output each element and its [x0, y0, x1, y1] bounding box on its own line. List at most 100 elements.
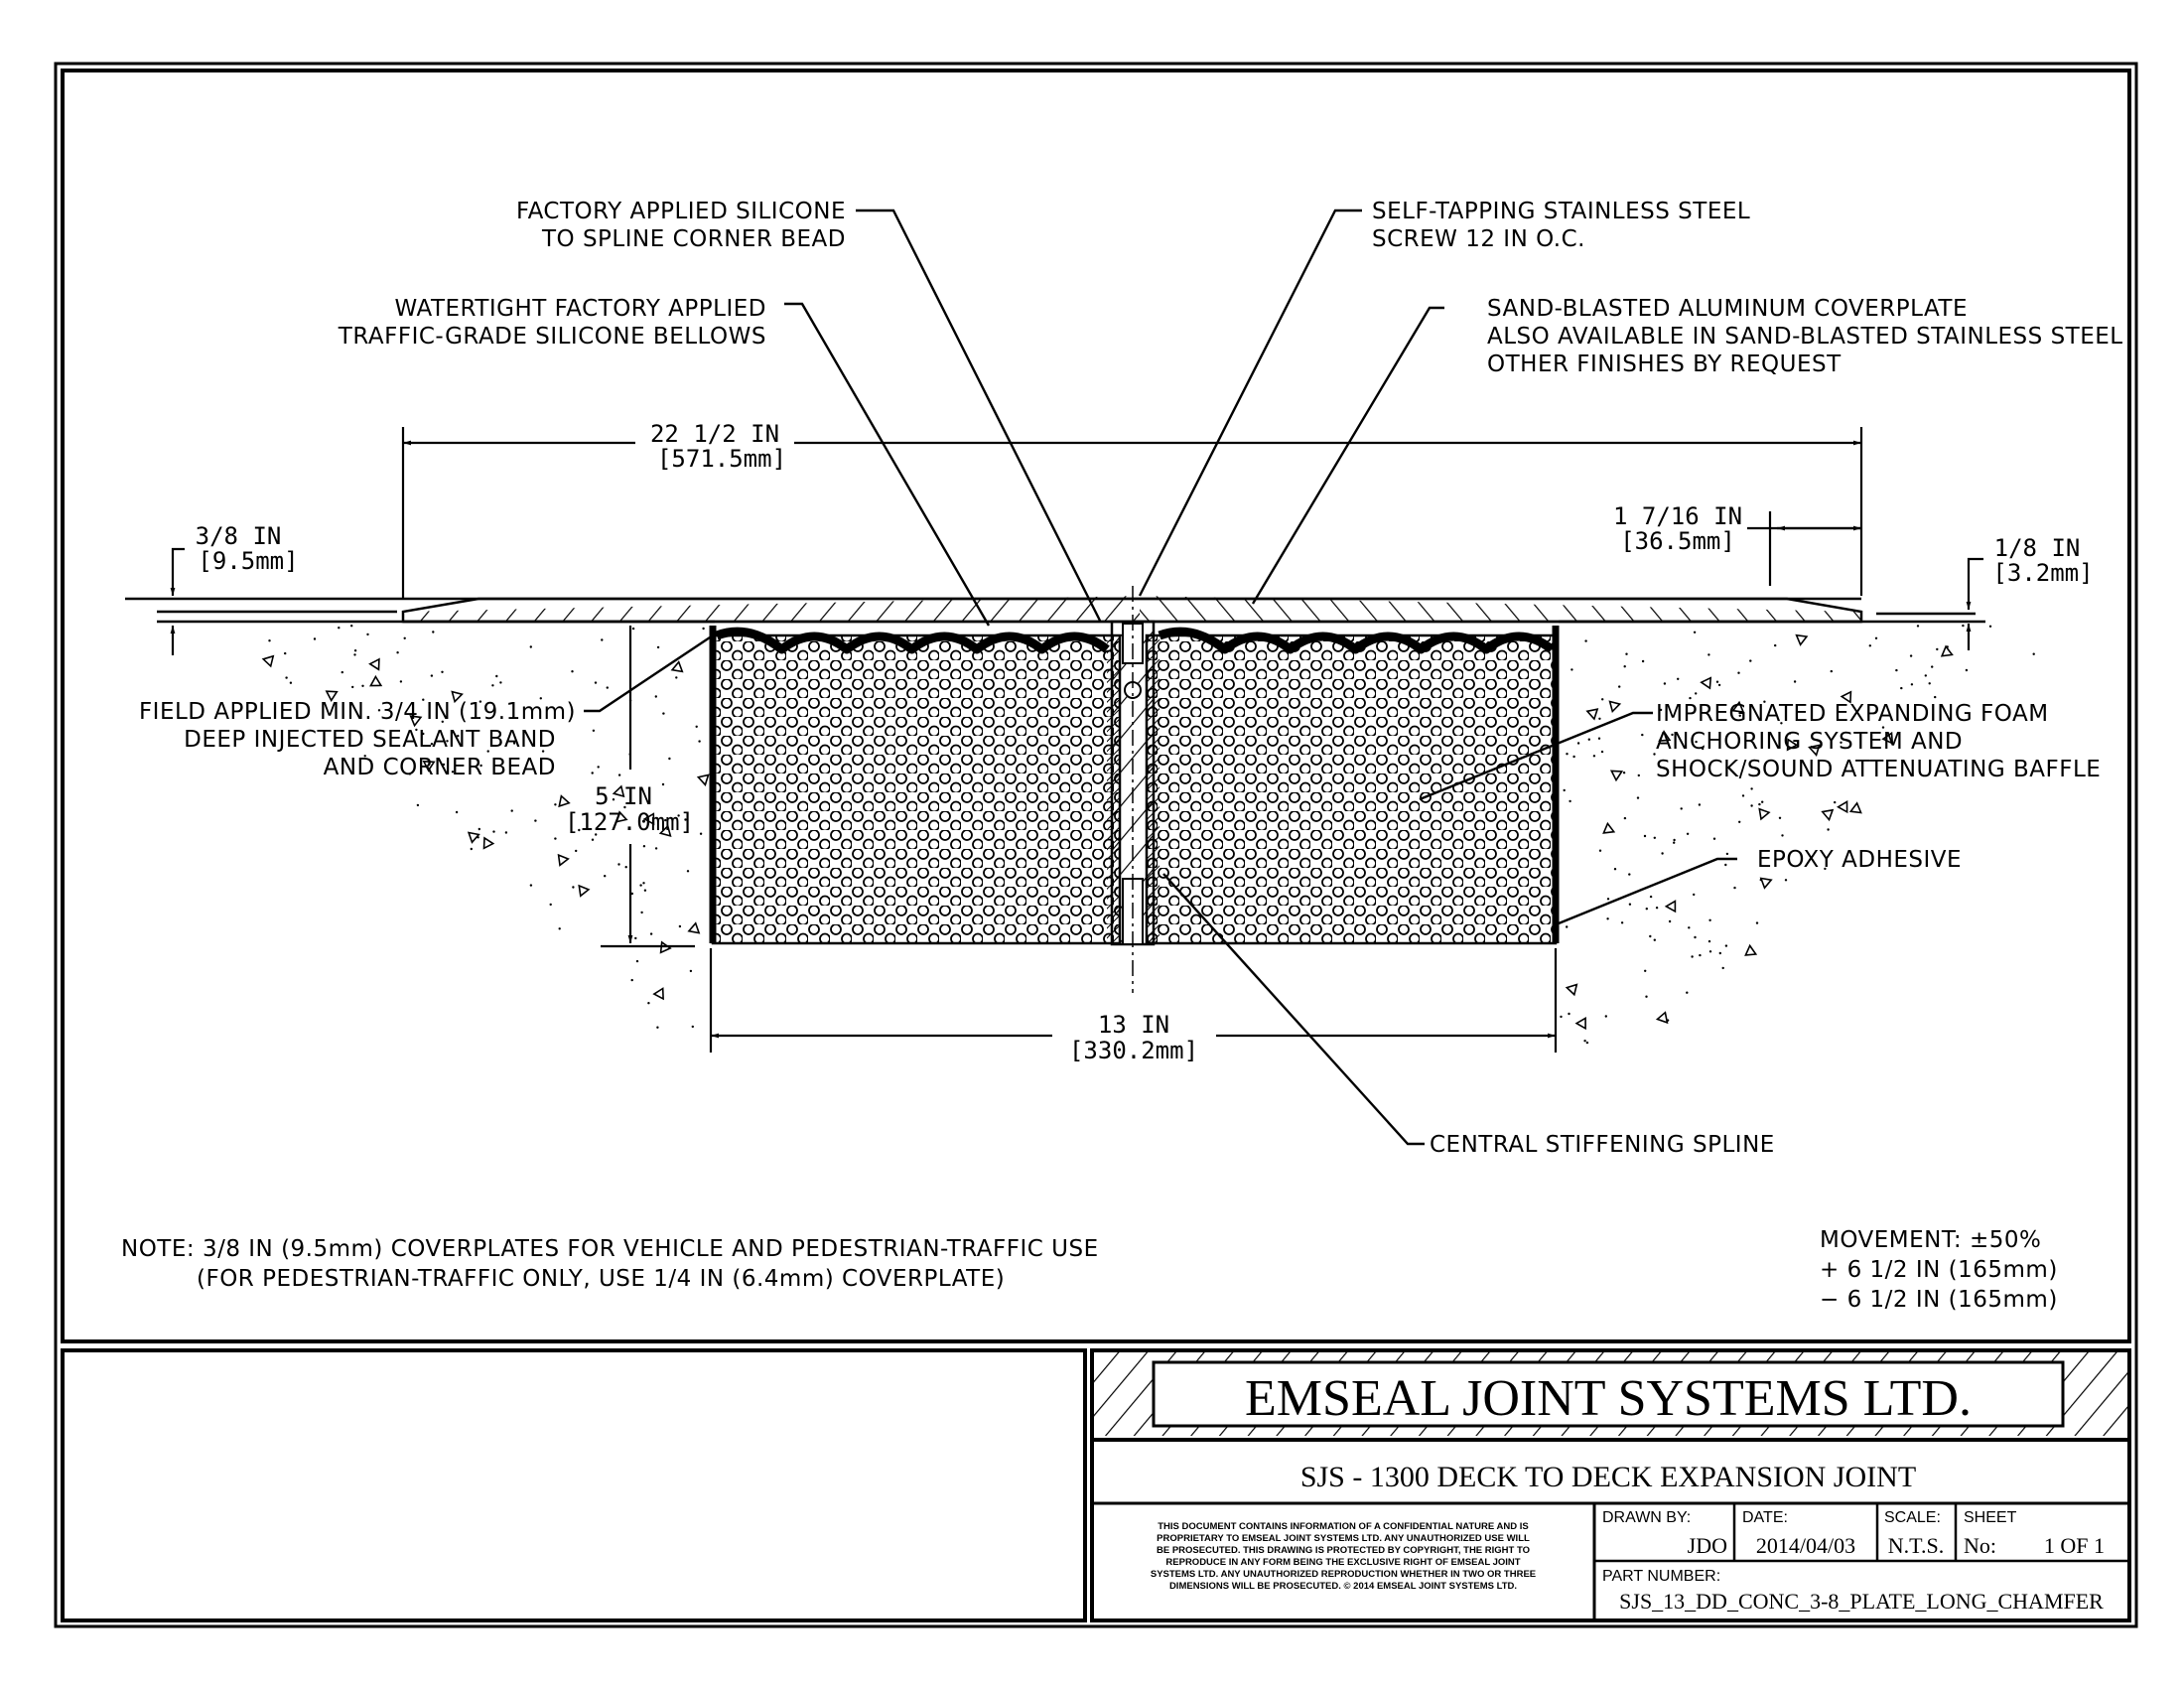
- speckle-mark: [635, 959, 639, 963]
- speckle-mark: [1717, 683, 1721, 687]
- speckle-mark: [422, 732, 425, 736]
- speckle-mark: [591, 772, 594, 774]
- dimension-text: [571.5mm]: [657, 445, 786, 473]
- speckle-mark: [1840, 741, 1843, 744]
- speckle-mark: [1881, 726, 1885, 729]
- speckle-mark: [1620, 921, 1624, 924]
- callout-screw: SELF-TAPPING STAINLESS STEEL SCREW 12 IN…: [1372, 199, 1750, 252]
- speckle-mark: [499, 681, 502, 684]
- sheet-field: SHEET No: 1 OF 1: [1964, 1509, 2105, 1558]
- speckle-mark: [640, 911, 643, 914]
- aggregate-mark: [1881, 731, 1894, 746]
- callout-text: SELF-TAPPING STAINLESS STEEL: [1372, 199, 1750, 224]
- aggregate-mark: [482, 836, 495, 850]
- speckle-mark: [1653, 938, 1657, 941]
- speckle-mark: [572, 886, 575, 889]
- dim-joint-width: 13 IN [330.2mm]: [1069, 1011, 1198, 1064]
- speckle-mark: [554, 837, 557, 840]
- aggregate-mark: [467, 831, 480, 844]
- speckle-mark: [341, 670, 343, 674]
- speckle-mark: [631, 627, 635, 631]
- company-banner: EMSEAL JOINT SYSTEMS LTD.: [1092, 1352, 2129, 1442]
- speckle-mark: [486, 750, 489, 753]
- callout-text: SCREW 12 IN O.C.: [1372, 226, 1585, 252]
- speckle-mark: [649, 932, 653, 935]
- aggregate-mark: [1655, 1011, 1669, 1025]
- callout-sealant: FIELD APPLIED MIN. 3/4 IN (19.1mm) DEEP …: [139, 699, 576, 780]
- speckle-mark: [477, 836, 479, 839]
- callout-bellows: WATERTIGHT FACTORY APPLIED TRAFFIC-GRADE…: [338, 296, 766, 350]
- field-label: SCALE:: [1884, 1509, 1941, 1526]
- aggregate-mark: [670, 660, 684, 673]
- aggregate-mark: [558, 794, 571, 808]
- drawing-title: SJS - 1300 DECK TO DECK EXPANSION JOINT: [1300, 1461, 1916, 1493]
- speckle-mark: [1613, 868, 1617, 871]
- disclaimer-line: THIS DOCUMENT CONTAINS INFORMATION OF A …: [1158, 1521, 1528, 1532]
- aggregate-mark: [1700, 676, 1712, 690]
- callout-text: ANCHORING SYSTEM AND: [1656, 729, 1963, 755]
- speckle-mark: [1694, 935, 1697, 939]
- speckle-mark: [656, 1026, 659, 1029]
- speckle-mark: [1778, 816, 1782, 819]
- speckle-mark: [541, 750, 545, 753]
- speckle-mark: [678, 924, 682, 928]
- aggregate-mark: [1608, 700, 1622, 714]
- date-value: 2014/04/03: [1756, 1533, 1855, 1558]
- aggregate-mark: [261, 654, 275, 668]
- speckle-mark: [1733, 886, 1736, 890]
- dimension-text: [9.5mm]: [198, 547, 298, 575]
- speckle-mark: [1663, 682, 1667, 685]
- dim-chamfer-length: 1 7/16 IN [36.5mm]: [1613, 502, 1742, 555]
- speckle-mark: [1916, 625, 1920, 628]
- speckle-mark: [1693, 893, 1696, 897]
- speckle-mark: [1737, 671, 1740, 674]
- speckle-mark: [1895, 668, 1898, 672]
- speckle-mark: [594, 681, 598, 684]
- note-line: NOTE: 3/8 IN (9.5mm) COVERPLATES FOR VEH…: [121, 1236, 1099, 1262]
- silicone-bellows: [715, 627, 1555, 654]
- drawing-title-box: SJS - 1300 DECK TO DECK EXPANSION JOINT: [1092, 1461, 2129, 1505]
- note-line: (FOR PEDESTRIAN-TRAFFIC ONLY, USE 1/4 IN…: [197, 1266, 1005, 1292]
- dimension-text: [127.0mm]: [565, 808, 694, 836]
- aggregate-mark: [1585, 708, 1599, 721]
- dimension-text: 1 7/16 IN: [1613, 502, 1742, 530]
- speckle-mark: [662, 712, 665, 715]
- speckle-mark: [623, 805, 626, 809]
- movement-line: MOVEMENT: ±50%: [1820, 1227, 2041, 1253]
- speckle-mark: [1910, 683, 1914, 686]
- info-grid: [1594, 1503, 2129, 1563]
- aggregate-mark: [642, 812, 655, 826]
- speckle-mark: [1691, 955, 1694, 958]
- speckle-mark: [1738, 714, 1741, 717]
- speckle-mark: [1576, 742, 1580, 745]
- callout-text: DEEP INJECTED SEALANT BAND: [184, 727, 556, 753]
- speckle-mark: [1637, 774, 1641, 777]
- speckle-mark: [529, 884, 533, 887]
- speckle-mark: [377, 709, 381, 712]
- speckle-mark: [1755, 921, 1759, 924]
- speckle-mark: [617, 774, 621, 776]
- speckle-mark: [422, 698, 425, 701]
- disclaimer-line: DIMENSIONS WILL BE PROSECUTED. © 2014 EM…: [1169, 1581, 1517, 1592]
- speckle-mark: [1628, 873, 1631, 876]
- speckle-mark: [1628, 903, 1632, 906]
- speckle-mark: [539, 697, 542, 700]
- speckle-mark: [1834, 800, 1837, 804]
- callout-text: FIELD APPLIED MIN. 3/4 IN (19.1mm): [139, 699, 576, 725]
- speckle-mark: [479, 764, 482, 768]
- speckle-mark: [642, 882, 645, 885]
- bellows-scallop: [715, 627, 1110, 654]
- callout-text: SHOCK/SOUND ATTENUATING BAFFLE: [1656, 757, 2101, 782]
- speckle-mark: [1655, 907, 1659, 910]
- drawn-by-value: JDO: [1688, 1533, 1727, 1558]
- callout-factory-silicone: FACTORY APPLIED SILICONE TO SPLINE CORNE…: [516, 199, 846, 252]
- speckle-mark: [285, 676, 288, 679]
- speckle-mark: [430, 674, 434, 677]
- speckle-mark: [1598, 849, 1602, 852]
- speckle-mark: [396, 651, 399, 654]
- speckle-mark: [1936, 647, 1939, 651]
- disclaimer-line: REPRODUCE IN ANY FORM BEING THE EXCLUSIV…: [1165, 1557, 1520, 1568]
- speckle-mark: [1965, 668, 1969, 672]
- speckle-mark: [677, 814, 680, 817]
- speckle-mark: [1569, 799, 1571, 803]
